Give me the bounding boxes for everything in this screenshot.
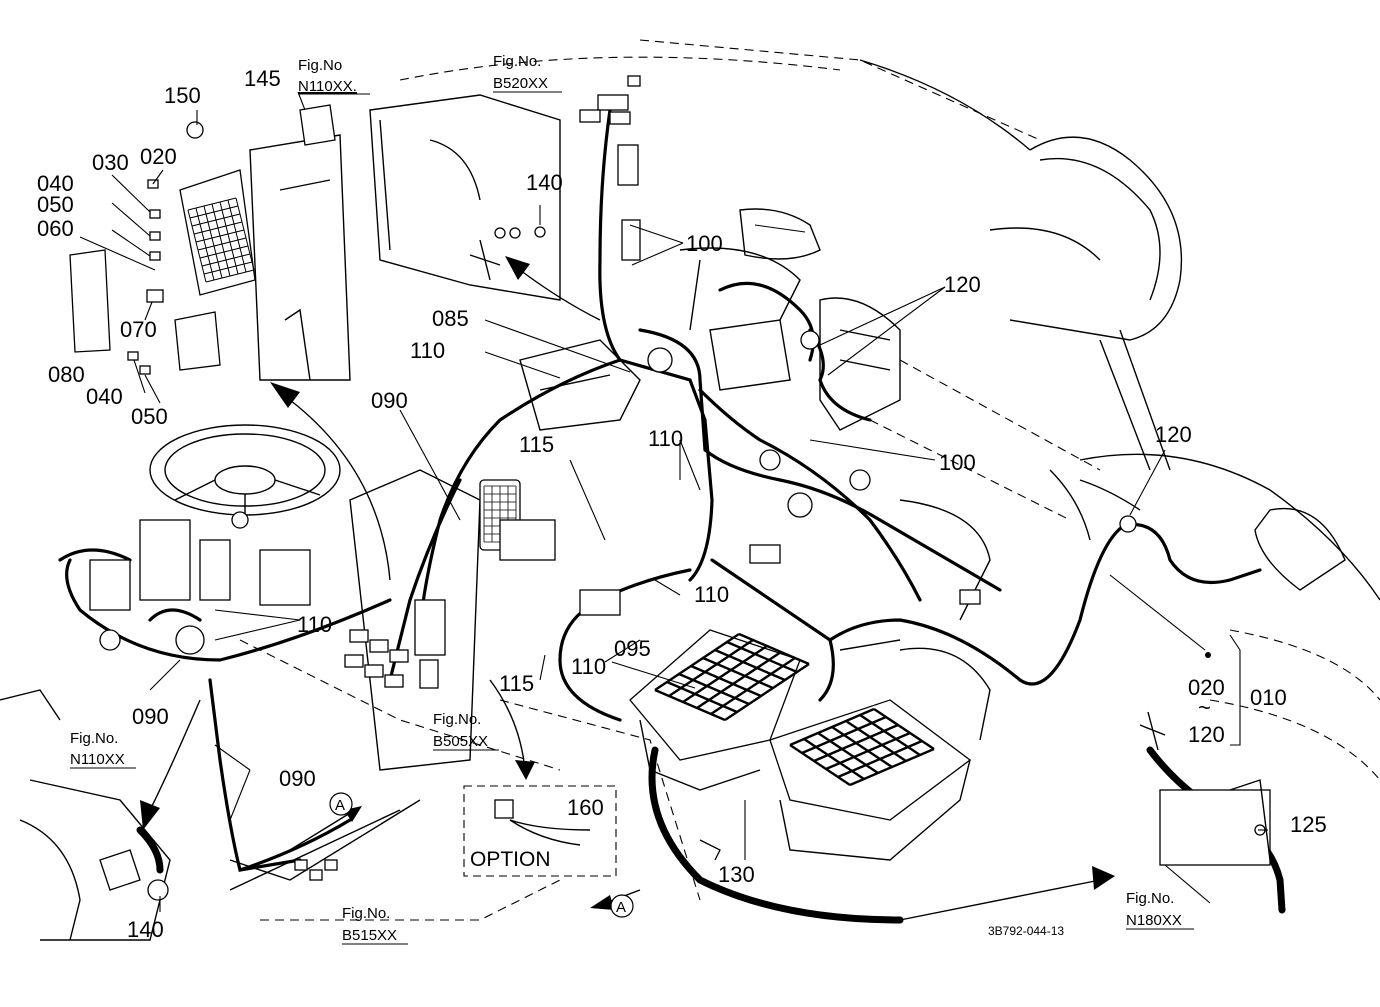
wire-harness bbox=[58, 108, 1286, 924]
fuse-box-assembly bbox=[69, 104, 336, 375]
part-number-090-b: 090 bbox=[132, 704, 169, 729]
fig-ref-code: B505XX bbox=[433, 733, 488, 750]
part-number-160: 160 bbox=[567, 795, 604, 820]
fig-ref-code: N110XX bbox=[70, 751, 125, 768]
part-number-labels: 150 145 020 030 040 050 060 070 080 040 … bbox=[37, 66, 1327, 942]
fig-ref-label: Fig.No. bbox=[493, 53, 541, 70]
part-number-130: 130 bbox=[718, 862, 755, 887]
part-number-040-b: 040 bbox=[86, 384, 123, 409]
drawing-code: 3B792-044-13 bbox=[988, 924, 1064, 938]
components-misc bbox=[89, 75, 1271, 901]
part-number-140-b: 140 bbox=[127, 917, 164, 942]
part-number-100-b: 100 bbox=[939, 450, 976, 475]
part-number-095: 095 bbox=[614, 636, 651, 661]
part-number-100-a: 100 bbox=[686, 231, 723, 256]
part-number-085: 085 bbox=[432, 306, 469, 331]
fig-ref-label: Fig.No bbox=[298, 57, 342, 74]
part-number-110-a: 110 bbox=[410, 338, 445, 363]
part-number-120-b: 120 bbox=[1155, 422, 1192, 447]
leader-lines bbox=[79, 91, 1268, 912]
figure-references: Fig.No N110XX. Fig.No. B520XX Fig.No. N1… bbox=[70, 53, 1194, 945]
connection-mark-circle-a2 bbox=[610, 894, 634, 918]
range-tilde: ~ bbox=[1198, 695, 1211, 720]
part-number-110-d: 110 bbox=[297, 612, 332, 637]
part-number-020: 020 bbox=[140, 144, 177, 169]
part-number-080: 080 bbox=[48, 362, 85, 387]
part-number-115-a: 115 bbox=[519, 432, 554, 457]
connection-mark-circle-a1 bbox=[329, 792, 353, 816]
battery-tray-grids bbox=[629, 629, 991, 861]
part-number-110-e: 110 bbox=[571, 654, 606, 679]
fig-ref-label: Fig.No. bbox=[342, 905, 390, 922]
part-number-070: 070 bbox=[120, 317, 157, 342]
reference-arrows bbox=[140, 239, 1166, 921]
part-number-060: 060 bbox=[37, 216, 74, 241]
part-number-030: 030 bbox=[92, 150, 129, 175]
fig-ref-code: N180XX bbox=[1126, 912, 1182, 929]
part-number-090-c: 090 bbox=[279, 766, 316, 791]
part-number-120-c: 120 bbox=[1188, 722, 1225, 747]
connection-mark-a2: A bbox=[616, 899, 626, 916]
part-number-120-a: 120 bbox=[944, 272, 981, 297]
tractor-body-lineart bbox=[0, 39, 1380, 941]
part-number-050: 050 bbox=[37, 192, 74, 217]
fig-ref-code: B520XX bbox=[493, 75, 548, 92]
fig-ref-label: Fig.No. bbox=[70, 730, 118, 747]
part-number-115-b: 115 bbox=[499, 671, 534, 696]
part-number-090-a: 090 bbox=[371, 388, 408, 413]
option-box bbox=[463, 785, 617, 877]
part-number-150: 150 bbox=[164, 83, 201, 108]
part-number-125: 125 bbox=[1290, 812, 1327, 837]
fig-ref-label: Fig.No. bbox=[433, 711, 481, 728]
part-number-010: 010 bbox=[1250, 685, 1287, 710]
fig-ref-code: B515XX bbox=[342, 927, 397, 944]
part-number-145: 145 bbox=[244, 66, 281, 91]
part-number-050-b: 050 bbox=[131, 404, 168, 429]
fig-ref-code: N110XX. bbox=[298, 78, 357, 95]
part-number-020-b: 020 bbox=[1188, 675, 1225, 700]
fig-ref-label: Fig.No. bbox=[1126, 890, 1174, 907]
option-label: OPTION bbox=[470, 848, 551, 871]
connection-mark-a1: A bbox=[335, 797, 345, 814]
part-number-110-b: 110 bbox=[648, 426, 683, 451]
part-number-040: 040 bbox=[37, 171, 74, 196]
part-number-110-c: 110 bbox=[694, 582, 729, 607]
part-number-140-a: 140 bbox=[526, 170, 563, 195]
